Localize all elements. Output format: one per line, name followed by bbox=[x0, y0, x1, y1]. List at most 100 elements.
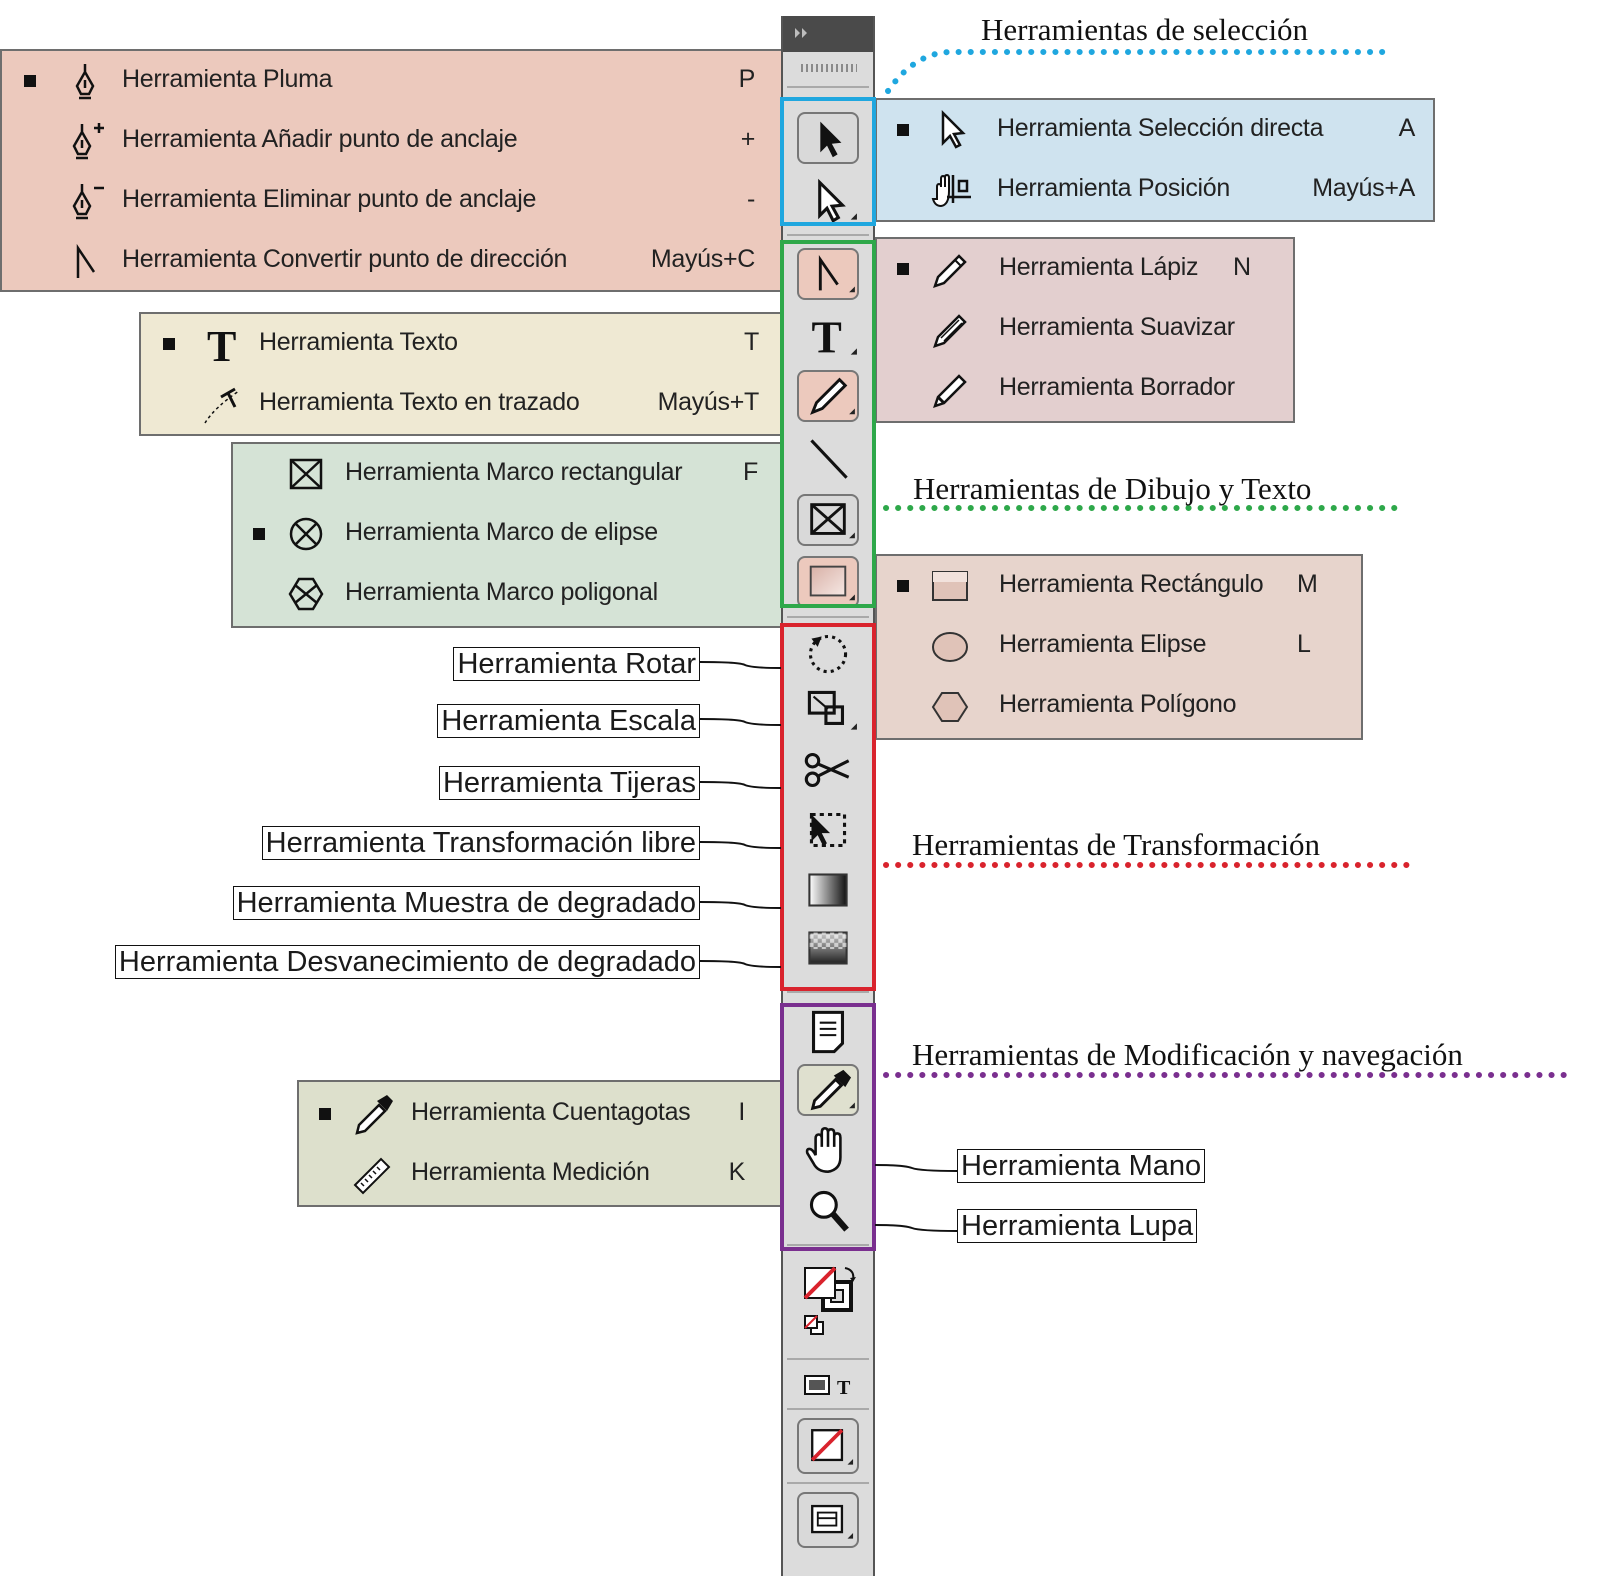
flyout-item-shortcut: Mayús+T bbox=[657, 388, 760, 416]
transform-tools-heading: Herramientas de Transformación bbox=[912, 827, 1321, 862]
selection-tools-heading: Herramientas de selección bbox=[981, 12, 1309, 47]
flyout-item-shortcut: Mayús+C bbox=[650, 245, 755, 273]
convert-direction-icon bbox=[818, 254, 855, 293]
flyout-item-label: Herramienta Texto bbox=[259, 328, 458, 356]
flyout-item-shortcut: P bbox=[738, 65, 756, 93]
free-transform-tool[interactable] bbox=[797, 804, 859, 856]
scale-tool[interactable] bbox=[797, 684, 859, 736]
selection-tool[interactable] bbox=[797, 112, 859, 164]
flyout-item[interactable]: Herramienta Añadir punto de anclaje+ bbox=[2, 111, 781, 171]
flyout-item[interactable]: Herramienta Lápiz N bbox=[877, 239, 1293, 299]
convert-direction-icon bbox=[76, 243, 96, 278]
type-on-path-icon bbox=[204, 387, 240, 424]
gradient-swatch-tool-callout: Herramienta Muestra de degradado bbox=[232, 886, 700, 920]
selected-bullet bbox=[897, 263, 909, 275]
hand-tool[interactable] bbox=[797, 1124, 859, 1176]
flyout-item-label: Herramienta Borrador bbox=[999, 373, 1235, 401]
gradient-feather-icon bbox=[808, 931, 848, 965]
modify-tools-heading: Herramientas de Modificación y navegació… bbox=[912, 1037, 1463, 1072]
separator bbox=[787, 1482, 869, 1484]
measure-icon bbox=[353, 1157, 391, 1195]
gradient-swatch-icon bbox=[808, 873, 848, 907]
smooth-icon bbox=[933, 314, 967, 348]
gradient-swatch-tool[interactable] bbox=[797, 864, 859, 916]
flyout-item-label: Herramienta Polígono bbox=[999, 690, 1237, 718]
panel-header[interactable] bbox=[783, 16, 873, 52]
flyout-item-label: Herramienta Añadir punto de anclaje bbox=[122, 125, 518, 153]
rectangle-tool[interactable] bbox=[797, 556, 859, 608]
flyout-item-label: Herramienta Posición bbox=[997, 174, 1230, 202]
transform-group-border bbox=[780, 623, 876, 991]
svg-text:T: T bbox=[207, 323, 236, 365]
polygon-frame-icon bbox=[288, 577, 324, 611]
flyout-item[interactable]: Herramienta Elipse L bbox=[877, 616, 1361, 676]
flyout-item[interactable]: Herramienta Eliminar punto de anclaje- bbox=[2, 171, 781, 231]
container-text-icon: T bbox=[804, 1375, 851, 1399]
zoom-tool[interactable] bbox=[797, 1184, 859, 1236]
separator bbox=[787, 616, 869, 618]
flyout-item[interactable]: Herramienta Rectángulo M bbox=[877, 556, 1361, 616]
panel-grip[interactable] bbox=[801, 64, 857, 72]
flyout-item[interactable]: Herramienta Cuentagotas I bbox=[299, 1084, 781, 1144]
gradient-feather-tool[interactable] bbox=[797, 922, 859, 974]
flyout-item-label: Herramienta Rectángulo bbox=[999, 570, 1264, 598]
separator bbox=[787, 86, 869, 88]
screen-mode-button[interactable] bbox=[797, 1492, 859, 1548]
scissors-tool[interactable] bbox=[797, 744, 859, 796]
type-tool[interactable]: T bbox=[797, 309, 859, 363]
hand-tool-callout: Herramienta Mano bbox=[957, 1149, 1206, 1183]
ellipse-icon bbox=[932, 632, 968, 662]
flyout-item-label: Herramienta Lápiz bbox=[999, 253, 1199, 281]
flyout-item-shortcut: I bbox=[738, 1098, 745, 1126]
flyout-item-label: Herramienta Suavizar bbox=[999, 313, 1235, 341]
direct-selection-icon bbox=[818, 178, 857, 223]
flyout-item-label: Herramienta Cuentagotas bbox=[411, 1098, 691, 1126]
rotate-tool[interactable] bbox=[797, 626, 859, 678]
flyout-item-label: Herramienta Elipse bbox=[999, 630, 1207, 658]
pencil-tool[interactable] bbox=[797, 370, 859, 422]
flyout-item[interactable]: Herramienta Posición Mayús+A bbox=[877, 160, 1433, 220]
flyout-item[interactable]: Herramienta Borrador bbox=[877, 359, 1293, 419]
rectangle-frame-tool[interactable] bbox=[797, 494, 859, 546]
flyout-item[interactable]: Herramienta Marco de elipse bbox=[233, 504, 781, 564]
flyout-item[interactable]: Herramienta Polígono bbox=[877, 676, 1361, 736]
fill-stroke-swatches[interactable] bbox=[797, 1262, 859, 1346]
flyout-item-shortcut: F bbox=[743, 458, 758, 486]
rotate-icon bbox=[808, 634, 848, 674]
selected-bullet bbox=[253, 528, 265, 540]
flyout-item[interactable]: Herramienta Marco poligonal bbox=[233, 564, 781, 624]
apply-none-button[interactable] bbox=[797, 1418, 859, 1474]
shape-tools-flyout: Herramienta Rectángulo M Herramienta Elips… bbox=[875, 554, 1363, 740]
selection-arrow-icon bbox=[820, 121, 842, 158]
rectangle-frame-icon bbox=[810, 503, 855, 539]
rectangle-icon bbox=[932, 571, 968, 601]
eyedropper-tool[interactable] bbox=[797, 1064, 859, 1116]
flyout-item-shortcut: N bbox=[1233, 253, 1251, 281]
pen-tool[interactable] bbox=[797, 248, 859, 300]
note-tool[interactable] bbox=[797, 1006, 859, 1058]
line-tool[interactable] bbox=[797, 432, 859, 484]
formatting-affects-container[interactable]: T bbox=[797, 1368, 859, 1404]
line-icon bbox=[810, 439, 848, 479]
selected-bullet bbox=[24, 75, 36, 87]
flyout-item-shortcut: Mayús+A bbox=[1312, 174, 1415, 202]
eyedropper-icon bbox=[810, 1069, 855, 1111]
flyout-item-shortcut: M bbox=[1297, 570, 1318, 598]
magnifier-icon bbox=[809, 1190, 849, 1232]
direct-selection-tool[interactable] bbox=[797, 174, 859, 226]
flyout-item-shortcut: L bbox=[1297, 630, 1311, 658]
collapse-arrows-icon[interactable] bbox=[783, 16, 823, 52]
flyout-item[interactable]: Herramienta Convertir punto de dirección… bbox=[2, 231, 781, 291]
screen-mode-icon bbox=[811, 1504, 854, 1539]
flyout-item[interactable]: Herramienta Suavizar bbox=[877, 299, 1293, 359]
